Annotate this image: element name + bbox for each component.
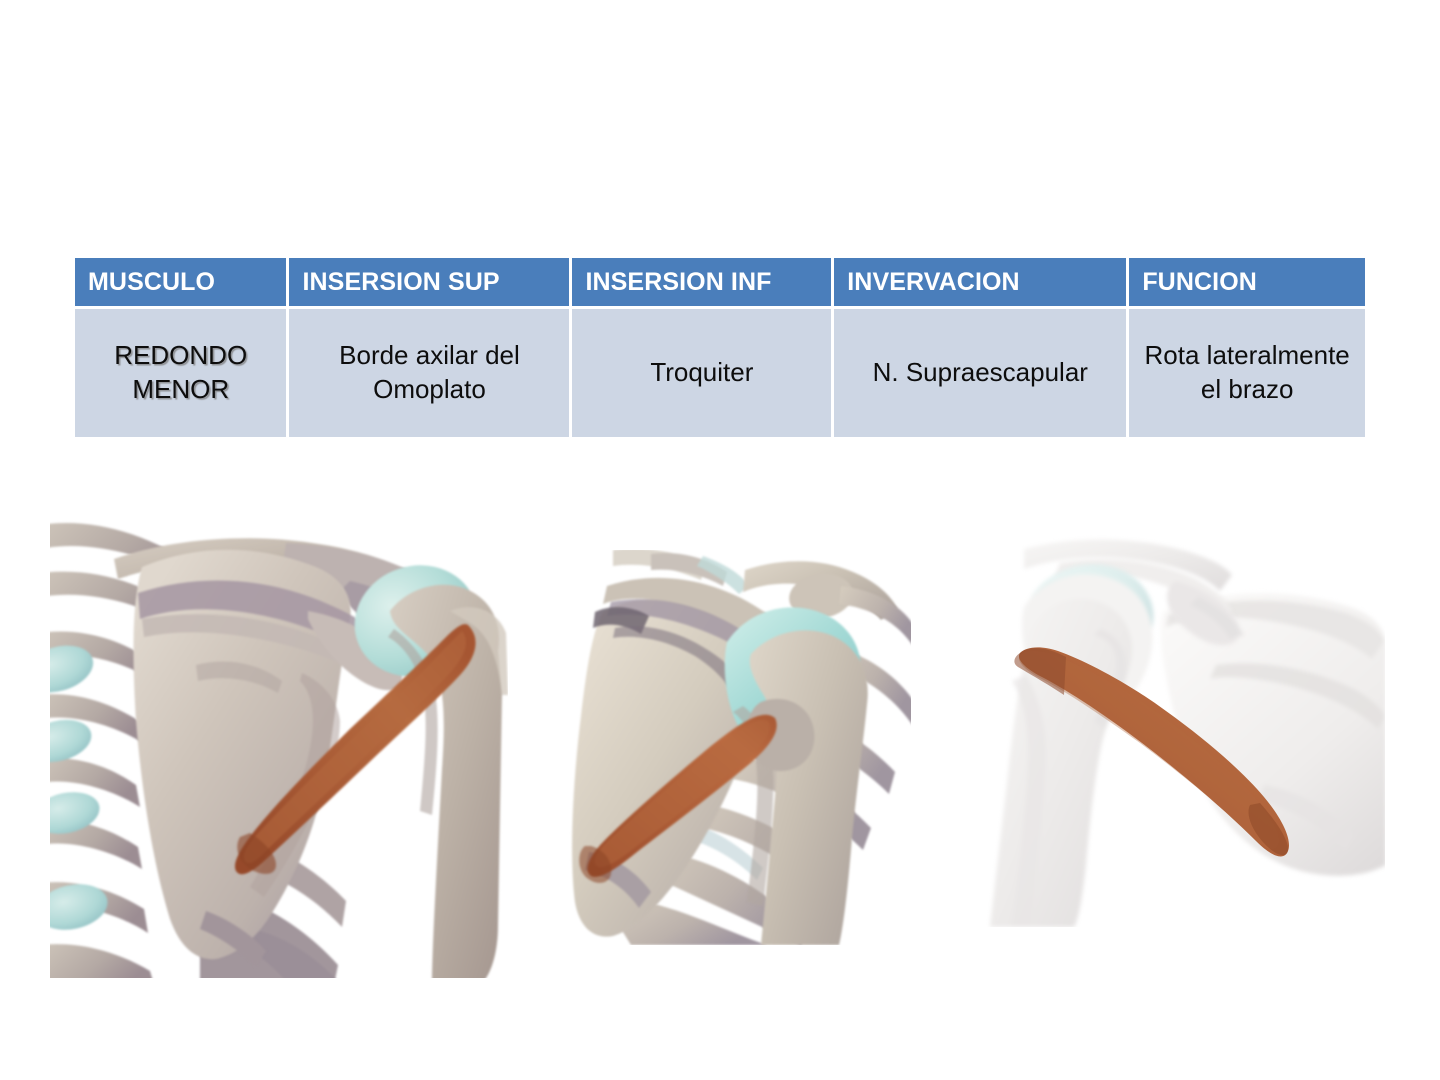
clavicle xyxy=(1024,539,1232,591)
teres-minor-muscle-group xyxy=(579,714,777,883)
column-header-insersion-sup: INSERSION SUP xyxy=(289,258,570,306)
cell-invervacion: N. Supraescapular xyxy=(834,309,1127,437)
column-header-musculo: MUSCULO xyxy=(75,258,287,306)
scapula-body xyxy=(133,549,351,960)
rib-2 xyxy=(50,571,186,631)
rib-1 xyxy=(50,522,200,585)
teres-minor-muscle xyxy=(587,714,777,877)
costal-cartilage-1 xyxy=(50,645,94,693)
muscle-insertion-facet xyxy=(1014,648,1066,695)
costal-cartilage-4 xyxy=(50,884,108,930)
inferior-angle xyxy=(200,911,266,967)
costal-cartilage-2 xyxy=(50,719,92,763)
acromion xyxy=(1054,559,1232,623)
muscle-origin-shadow xyxy=(579,846,612,883)
axillary-border xyxy=(250,673,340,897)
ghost-scapula-group xyxy=(1160,593,1385,876)
muscle-info-table: MUSCULO INSERSION SUP INSERSION INF INVE… xyxy=(72,255,1368,440)
acromion-tip xyxy=(1167,581,1240,646)
upper-thorax-group xyxy=(613,550,749,594)
scapular-spine xyxy=(138,580,390,665)
scapular-spine-lower-edge xyxy=(142,614,386,687)
anatomy-figure-transparent xyxy=(968,535,1385,927)
ghost-clavicle-group xyxy=(1024,539,1244,646)
clavicle-group xyxy=(743,561,897,620)
muscle-highlight xyxy=(594,719,770,868)
table-header-row: MUSCULO INSERSION SUP INSERSION INF INVE… xyxy=(75,258,1365,306)
transparent-shoulder-illustration xyxy=(968,535,1385,927)
spine-lower-ridge xyxy=(1210,663,1385,729)
table-row: REDONDO MENOR Borde axilar del Omoplato … xyxy=(75,309,1365,437)
inferior-angle xyxy=(1258,785,1354,851)
humerus-shaft xyxy=(390,584,502,978)
muscle-insertion-shadow xyxy=(237,833,276,874)
greater-tubercle xyxy=(1094,629,1127,729)
teres-minor-muscle-group xyxy=(234,624,476,875)
anatomy-figure-posterior xyxy=(50,515,508,978)
rib-6 xyxy=(50,820,142,869)
acromioclavicular-joint xyxy=(789,573,853,619)
rib-1 xyxy=(839,586,911,644)
cell-insersion-sup: Borde axilar del Omoplato xyxy=(289,309,570,437)
upper-rib xyxy=(651,552,727,586)
anatomy-figure-posterolateral xyxy=(555,550,911,945)
cell-funcion: Rota lateralmente el brazo xyxy=(1129,309,1365,437)
rib-3 xyxy=(50,631,158,683)
cell-musculo: REDONDO MENOR xyxy=(75,309,287,437)
scapula-body xyxy=(1160,593,1385,876)
rib-4 xyxy=(50,694,146,745)
scapula-group xyxy=(133,549,403,967)
column-header-insersion-inf: INSERSION INF xyxy=(572,258,832,306)
posterolateral-shoulder-illustration xyxy=(555,550,911,945)
coracoacromial-edge xyxy=(1190,597,1244,639)
glenoid-neck xyxy=(308,611,403,691)
costal-cartilage-3 xyxy=(50,792,100,834)
muscle-highlight xyxy=(1018,651,1280,850)
teres-minor-muscle xyxy=(1018,647,1289,857)
clavicle xyxy=(743,561,897,620)
muscle-highlight xyxy=(243,631,466,864)
rib-lower-3 xyxy=(234,927,336,978)
teres-minor-muscle-group xyxy=(1014,647,1289,857)
cell-insersion-inf: Troquiter xyxy=(572,309,832,437)
costal-cartilage-upper xyxy=(697,556,749,594)
rib-8 xyxy=(50,944,152,978)
posterior-shoulder-illustration xyxy=(50,515,508,978)
column-header-invervacion: INVERVACION xyxy=(834,258,1127,306)
column-header-funcion: FUNCION xyxy=(1129,258,1365,306)
muscle-origin-taper xyxy=(1248,803,1288,856)
rib-5 xyxy=(683,802,841,902)
infraspinous-fossa-ridge xyxy=(196,661,282,693)
rib-cage-group xyxy=(50,522,200,978)
rib-5 xyxy=(50,758,140,807)
humerus-shading xyxy=(1012,675,1046,927)
scapular-spine xyxy=(603,577,799,660)
greater-tubercle xyxy=(450,607,508,695)
